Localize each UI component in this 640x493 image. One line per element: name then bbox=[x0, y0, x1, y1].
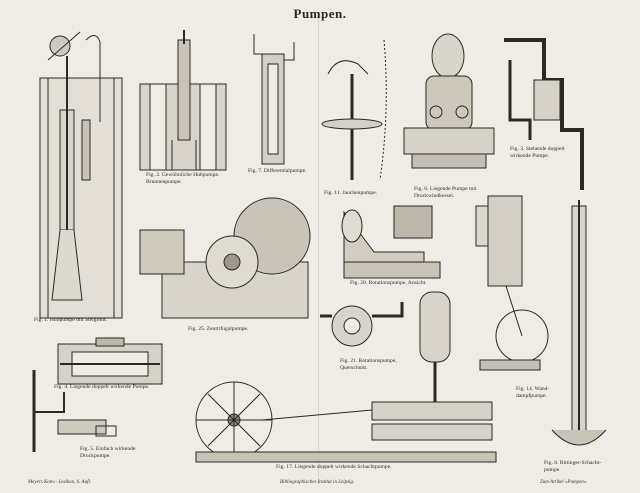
fig7-drawing bbox=[253, 34, 295, 165]
caption-fig20: Fig. 20. Rotationspumpe, Ansicht. bbox=[350, 280, 427, 286]
caption-fig8: Fig. 8. Rittinger-Schacht- pumpe. bbox=[544, 460, 602, 473]
plate-title: Pumpen. bbox=[293, 6, 347, 21]
fig8-drawing bbox=[551, 200, 607, 446]
caption-fig25: Fig. 25. Zentrifugalpumpe. bbox=[188, 326, 249, 332]
caption-fig3: Fig. 3. Stehende doppelt wirkende Pumpe. bbox=[510, 146, 565, 159]
fig11-drawing bbox=[321, 39, 387, 181]
caption-fig21: Fig. 21. Rotationspumpe, Querschnitt. bbox=[340, 358, 397, 371]
caption-fig4: Fig. 4. Liegende doppelt wirkende Pumpe. bbox=[54, 384, 150, 390]
footer-institute: Bibliographisches Institut in Leipzig. bbox=[280, 480, 355, 485]
center-fold bbox=[318, 18, 319, 484]
fig1-drawing bbox=[39, 31, 123, 319]
fig14-drawing bbox=[475, 195, 549, 371]
fig21-drawing bbox=[320, 302, 404, 347]
caption-fig2: Fig. 2. Gewöhnliche Hubpumpe. Brunnenpum… bbox=[146, 172, 220, 185]
fig20-drawing bbox=[341, 205, 441, 279]
fig3-drawing bbox=[504, 38, 584, 190]
fig2-drawing bbox=[139, 30, 227, 171]
caption-fig14: Fig. 14. Wand- dampfpumpe. bbox=[516, 386, 550, 399]
fig6-drawing bbox=[403, 33, 495, 169]
caption-fig5: Fig. 5. Einfach wirkende Druckpumpe. bbox=[80, 446, 136, 459]
caption-fig11: Fig. 11. Jauchenpumpe. bbox=[324, 190, 378, 196]
fig17-drawing bbox=[195, 291, 497, 463]
caption-fig6: Fig. 6. Liegende Pumpe mit Druckwindkess… bbox=[414, 186, 477, 199]
caption-fig17: Fig. 17. Liegende doppelt wirkende Schac… bbox=[276, 464, 392, 470]
footer-article: Zum Artikel »Pumpen«. bbox=[540, 480, 588, 485]
caption-fig7: Fig. 7. Differentialpumpe. bbox=[248, 168, 307, 174]
footer-publisher: Meyers Konv.- Lexikon, 6. Aufl. bbox=[28, 480, 92, 485]
fig25-drawing bbox=[139, 197, 311, 319]
fig4-drawing bbox=[57, 337, 163, 385]
caption-fig1: Fig. 1. Hubpumpe mit Steigrohr. bbox=[34, 317, 107, 323]
fig5-drawing bbox=[32, 370, 117, 452]
